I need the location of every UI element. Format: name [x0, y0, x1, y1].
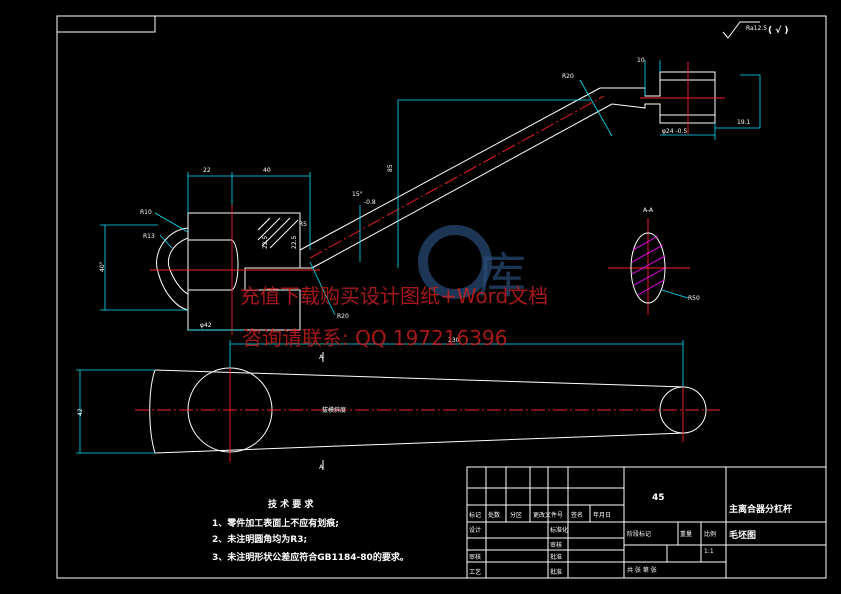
- section-hatch: [257, 217, 299, 249]
- tb-zone: 分区: [510, 511, 522, 519]
- tb-scale: 比例: [704, 530, 716, 538]
- dim-42: 42: [77, 408, 84, 416]
- dim-r10: R10: [140, 209, 152, 216]
- dim-22-5a: 22.5: [262, 235, 269, 249]
- dim-phi42: φ42: [200, 322, 212, 329]
- dim-22-5b: 22.5: [291, 235, 298, 249]
- tb-weight: 重量: [680, 530, 692, 538]
- dim-r13: R13: [143, 233, 155, 240]
- tb-sheets: 共 张 第 张: [627, 566, 657, 574]
- dim-10-tol: 10: [637, 57, 645, 64]
- front-view: 22 40 40° 85 15° -0.8 R10 R13 R5 R20 22.…: [99, 57, 761, 335]
- roughness-value: Ra12.5: [746, 25, 767, 32]
- dim-40-side: 40°: [99, 261, 106, 272]
- tb-check: 审核: [550, 541, 562, 549]
- tb-material: 45: [652, 493, 665, 503]
- dim-r5: R5: [299, 221, 307, 228]
- dim-r50: R50: [688, 295, 700, 302]
- arm-left-end: [149, 369, 156, 454]
- note-item-2: 2、未注明圆角均为R3;: [212, 533, 307, 545]
- notes-title: 技 术 要 求: [268, 498, 314, 510]
- tb-count: 处数: [488, 511, 500, 519]
- dim-phi24-tol: φ24 -0.5: [662, 128, 687, 135]
- center-note: 拔模斜度: [322, 406, 346, 414]
- tb-craft: 工艺: [469, 568, 481, 576]
- arm-centerline: [309, 95, 605, 259]
- tb-part-name: 主离合器分杠杆: [729, 503, 792, 515]
- dim-19-tol: 19.1: [737, 119, 751, 126]
- left-boss-outline: [187, 212, 301, 331]
- left-fork-arc: [156, 227, 189, 311]
- tb-review: 审核: [469, 553, 481, 561]
- top-view: A A 拔模斜度 230 42: [76, 337, 720, 471]
- tb-approve: 批准: [550, 553, 562, 561]
- cut-label-bottom: A: [319, 464, 324, 471]
- dim-angle: 15°: [352, 191, 363, 198]
- cut-label-top: A: [319, 354, 324, 361]
- roughness-suffix: ( √ ): [768, 25, 789, 36]
- tb-drawing-type: 毛坯图: [729, 529, 756, 541]
- tb-approve2: 批准: [550, 568, 562, 576]
- watermark: 库 充值下载购买设计图纸+Word文档 咨询请联系: QQ 197216396: [240, 225, 548, 350]
- front-dimensions: 22 40 40° 85 15° -0.8 R10 R13 R5 R20 22.…: [99, 57, 761, 331]
- tb-change-doc: 更改文件号: [533, 511, 563, 519]
- drawing-frame: [56, 15, 827, 579]
- section-ellipse-hatch: [631, 235, 666, 296]
- tb-mark: 标记: [469, 511, 481, 519]
- dim-angle-tol: -0.8: [364, 199, 376, 206]
- title-block: 标记 处数 分区 更改文件号 签名 年月日 设计 标准化 审核 审核 批准 工艺…: [466, 466, 827, 579]
- dim-85: 85: [387, 164, 394, 172]
- tech-requirements: 技 术 要 求 1、零件加工表面上不应有划痕; 2、未注明圆角均为R3; 3、未…: [212, 498, 409, 563]
- tb-stage-mark: 阶段标记: [627, 530, 651, 538]
- tb-signature: 签名: [571, 511, 583, 519]
- tb-date: 年月日: [593, 511, 611, 519]
- watermark-char-1: 库: [478, 248, 526, 304]
- arm-lower-edge: [311, 103, 613, 269]
- watermark-line-1: 充值下载购买设计图纸+Word文档: [240, 284, 548, 308]
- arm-top-edges: [154, 369, 686, 454]
- tb-standardize: 标准化: [550, 526, 568, 534]
- dim-22: 22: [203, 167, 211, 174]
- roughness-symbol: Ra12.5 ( √ ): [722, 21, 789, 39]
- arm-upper-edge: [299, 87, 601, 251]
- tb-scale-value: 1:1: [704, 548, 714, 555]
- corner-box: [56, 15, 156, 33]
- dim-230: 230: [448, 337, 460, 344]
- note-item-3: 3、未注明形状公差应符合GB1184-80的要求。: [212, 551, 409, 563]
- dim-r20-upper: R20: [562, 73, 574, 80]
- note-item-1: 1、零件加工表面上不应有划痕;: [212, 517, 339, 529]
- section-a-a: A-A R50: [608, 207, 700, 315]
- section-label: A-A: [643, 207, 654, 214]
- dim-r20-lower: R20: [337, 313, 349, 320]
- dim-40: 40: [263, 167, 271, 174]
- watermark-line-2: 咨询请联系: QQ 197216396: [242, 326, 507, 350]
- tb-design: 设计: [469, 526, 481, 534]
